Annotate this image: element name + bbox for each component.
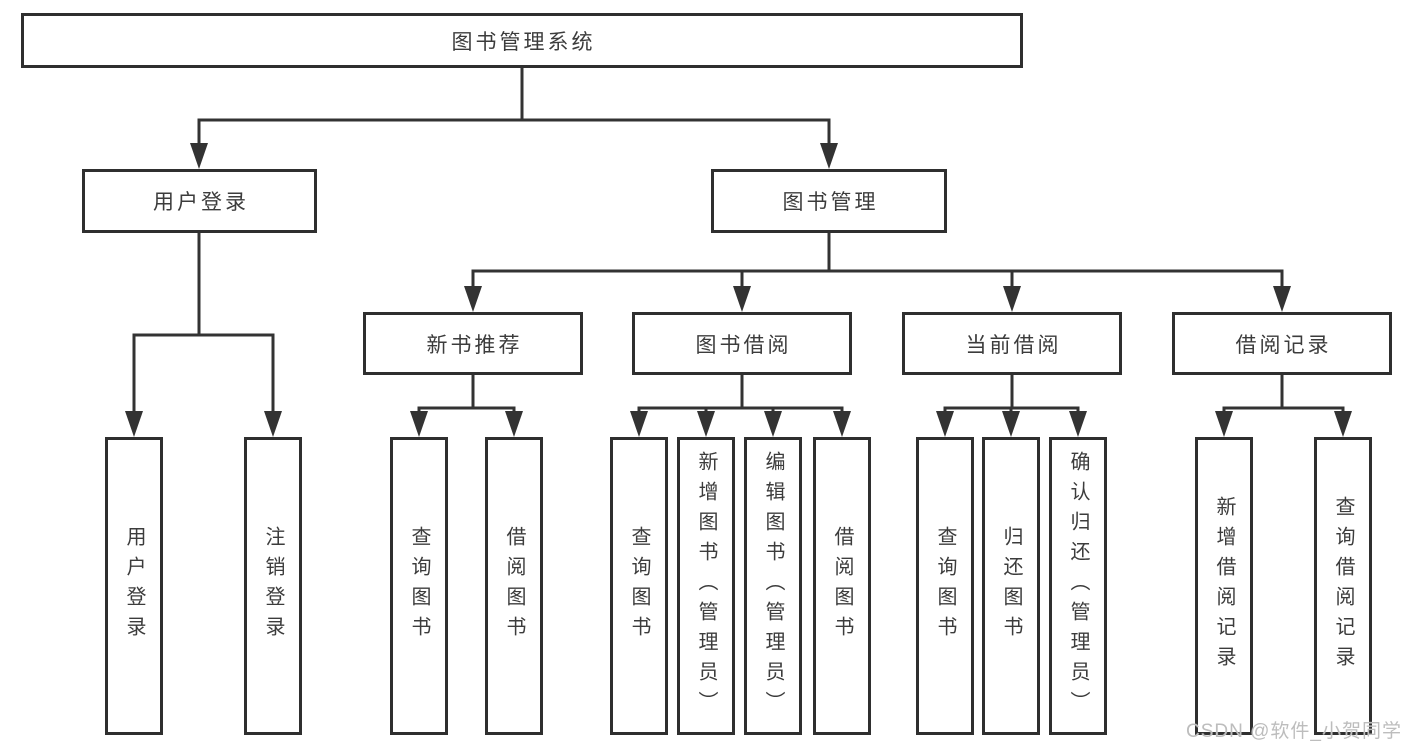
node-current-borrowing-label: 当前借阅 <box>965 333 1062 357</box>
arrow-down-icon <box>833 411 851 437</box>
node-new-book-recommend: 新书推荐 <box>363 312 583 375</box>
leaf-records-add-record: 新增借阅记录 <box>1195 437 1253 735</box>
arrow-down-icon <box>1273 286 1291 312</box>
node-book-management: 图书管理 <box>711 169 947 233</box>
node-book-borrowing-label: 图书借阅 <box>695 333 792 357</box>
arrow-down-icon <box>125 411 143 437</box>
leaf-borrowing-edit-books-admin: 编辑图书（管理员） <box>744 437 802 735</box>
node-borrowing-records: 借阅记录 <box>1172 312 1392 375</box>
node-user-login-label: 用户登录 <box>153 191 249 214</box>
leaf-borrowing-borrow-books-label: 借阅图书 <box>831 526 853 646</box>
leaf-user-login: 用户登录 <box>105 437 163 735</box>
leaf-borrowing-query-books: 查询图书 <box>610 437 668 735</box>
leaf-user-login-label: 用户登录 <box>123 526 145 646</box>
leaf-current-confirm-return-admin-label: 确认归还（管理员） <box>1067 451 1089 721</box>
arrow-down-icon <box>697 411 715 437</box>
node-current-borrowing: 当前借阅 <box>902 312 1122 375</box>
node-book-management-label: 图书管理 <box>782 191 879 214</box>
leaf-current-return-books-label: 归还图书 <box>1000 526 1022 646</box>
user-login-branch <box>132 231 275 415</box>
arrow-down-icon <box>264 411 282 437</box>
arrow-down-icon <box>505 411 523 437</box>
trunk-to-level1 <box>197 66 831 148</box>
leaf-stubs <box>417 406 1345 416</box>
book-mgmt-branch <box>471 231 1284 291</box>
leaf-newbooks-query-books: 查询图书 <box>390 437 448 735</box>
node-root: 图书管理系统 <box>21 13 1023 68</box>
arrow-down-icon <box>733 286 751 312</box>
arrow-down-icon <box>1069 411 1087 437</box>
arrow-down-icon <box>464 286 482 312</box>
leaf-records-query-record-label: 查询借阅记录 <box>1332 496 1354 676</box>
leaf-newbooks-query-books-label: 查询图书 <box>408 526 430 646</box>
arrow-down-icon <box>820 143 838 169</box>
arrow-down-icon <box>1002 411 1020 437</box>
module-stems <box>471 373 1284 410</box>
arrow-down-icon <box>1215 411 1233 437</box>
node-root-label: 图书管理系统 <box>451 30 596 54</box>
node-borrowing-records-label: 借阅记录 <box>1235 333 1332 357</box>
arrow-down-icon <box>1334 411 1352 437</box>
arrow-down-icon <box>410 411 428 437</box>
leaf-records-add-record-label: 新增借阅记录 <box>1213 496 1235 676</box>
leaf-current-query-books: 查询图书 <box>916 437 974 735</box>
arrow-down-icon <box>1003 286 1021 312</box>
leaf-borrowing-query-books-label: 查询图书 <box>628 526 650 646</box>
leaf-borrowing-add-books-admin: 新增图书（管理员） <box>677 437 735 735</box>
leaf-records-query-record: 查询借阅记录 <box>1314 437 1372 735</box>
node-new-book-recommend-label: 新书推荐 <box>426 333 523 357</box>
arrow-down-icon <box>630 411 648 437</box>
leaf-borrowing-add-books-admin-label: 新增图书（管理员） <box>695 451 717 721</box>
leaf-borrowing-borrow-books: 借阅图书 <box>813 437 871 735</box>
leaf-current-confirm-return-admin: 确认归还（管理员） <box>1049 437 1107 735</box>
node-user-login: 用户登录 <box>82 169 317 233</box>
leaf-logout-label: 注销登录 <box>262 526 284 646</box>
arrow-down-icon <box>764 411 782 437</box>
arrowheads <box>125 143 1352 437</box>
csdn-watermark: CSDN @软件_小贺同学 <box>1186 721 1402 742</box>
leaf-logout: 注销登录 <box>244 437 302 735</box>
leaf-newbooks-borrow-books-label: 借阅图书 <box>503 526 525 646</box>
arrow-down-icon <box>936 411 954 437</box>
leaf-borrowing-edit-books-admin-label: 编辑图书（管理员） <box>762 451 784 721</box>
node-book-borrowing: 图书借阅 <box>632 312 852 375</box>
arrow-down-icon <box>190 143 208 169</box>
leaf-current-query-books-label: 查询图书 <box>934 526 956 646</box>
leaf-current-return-books: 归还图书 <box>982 437 1040 735</box>
leaf-newbooks-borrow-books: 借阅图书 <box>485 437 543 735</box>
